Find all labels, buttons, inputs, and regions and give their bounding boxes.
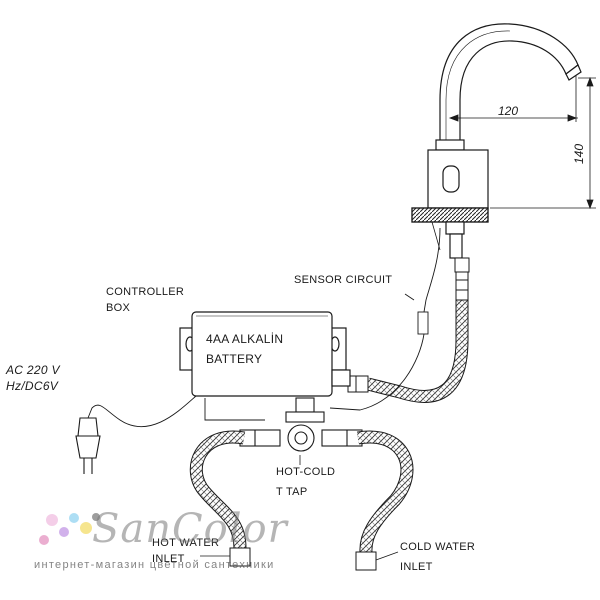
cold-water-hose [355, 430, 414, 571]
faucet [411, 23, 582, 259]
height-dimension-label: 140 [572, 143, 586, 164]
controller-box-label: CONTROLLER BOX [106, 286, 185, 314]
watermark-dot [69, 513, 79, 523]
t-tap-label: HOT-COLD T TAP [276, 466, 336, 498]
watermark-brand: SanColor [92, 506, 288, 552]
watermark-tagline: интернет-магазин цветной сантехники [34, 559, 275, 571]
dimension-lines [448, 75, 596, 210]
sensor-window [442, 165, 460, 193]
sensor-circuit-label: SENSOR CIRCUIT [294, 274, 393, 286]
watermark-dot [59, 527, 69, 537]
spout-tip [565, 64, 582, 81]
power-cable [87, 395, 265, 427]
controller-box [179, 311, 351, 397]
watermark-dot [39, 535, 49, 545]
hot-cold-t-tap [239, 397, 363, 452]
sensor-cable [329, 227, 441, 411]
hot-water-hose [189, 430, 251, 567]
cold-water-inlet-label: COLD WATER INLET [400, 541, 476, 573]
controller-housing [191, 311, 333, 397]
watermark-dot [80, 522, 92, 534]
faucet-supply-hose [347, 257, 470, 403]
watermark-dot [92, 513, 100, 521]
watermark-dot [46, 514, 58, 526]
hot-water-inlet-label: HOT WATER INLET [152, 537, 220, 565]
reach-dimension-label: 120 [498, 104, 519, 118]
faucet-spout [439, 23, 579, 140]
battery-label: 4AA ALKALİN BATTERY [206, 332, 284, 366]
power-plug [75, 417, 101, 474]
power-supply-label: AC 220 V Hz/DC6V [6, 363, 60, 393]
counter-top [411, 207, 489, 223]
faucet-collar [435, 139, 465, 151]
watermark-dots [39, 513, 100, 545]
